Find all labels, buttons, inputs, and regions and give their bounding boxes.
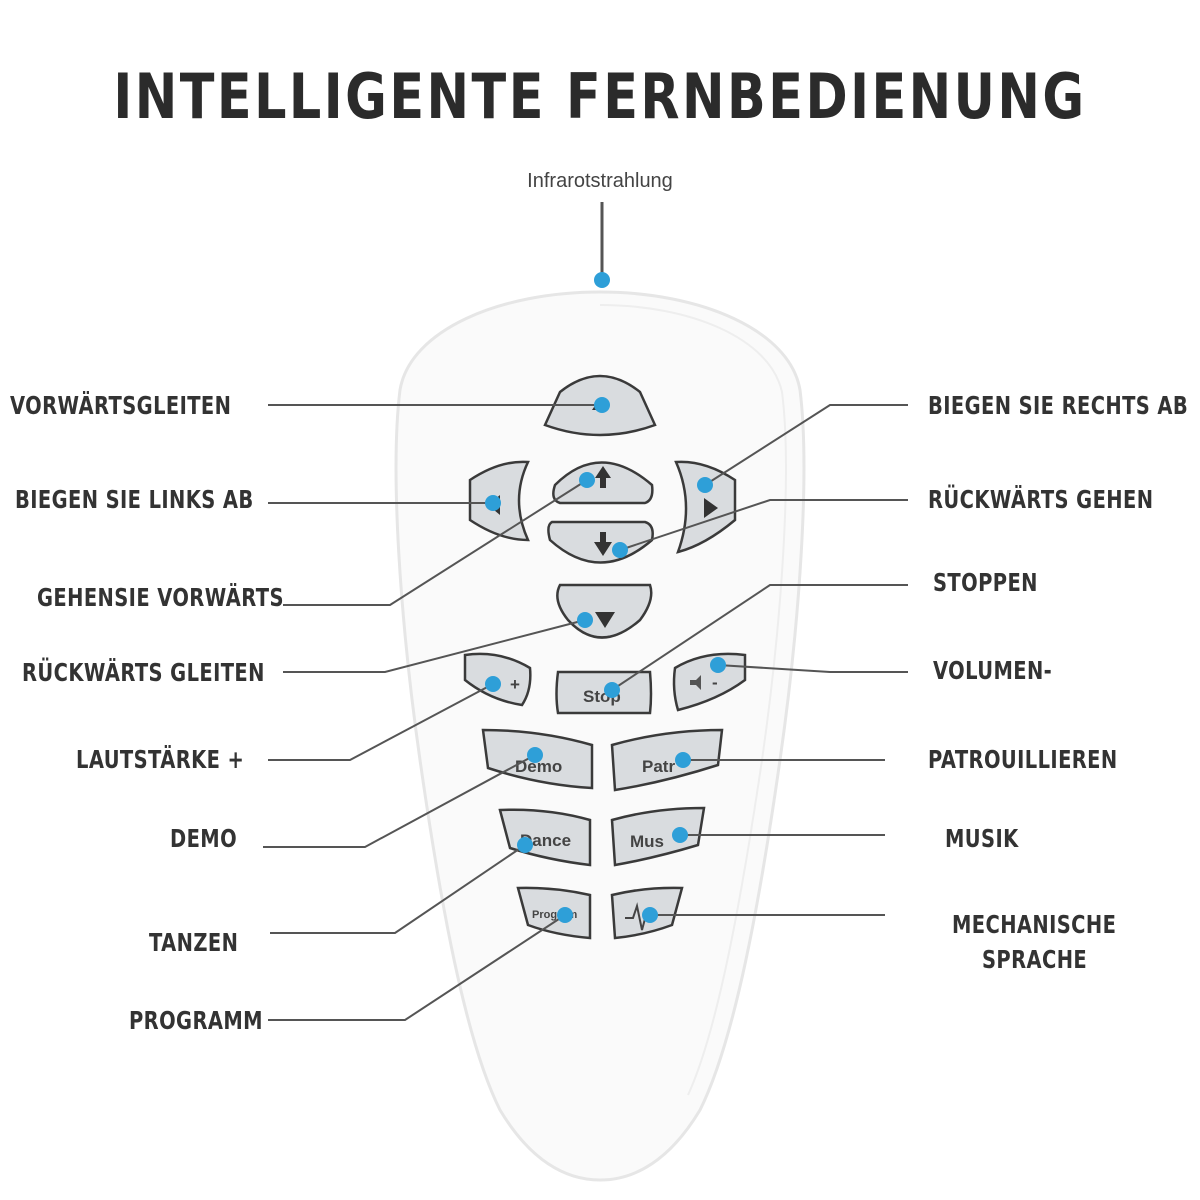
label-volume-down: VOLUMEN- bbox=[933, 656, 1053, 685]
down-triangle-icon bbox=[595, 612, 615, 628]
label-forward-glide: VORWÄRTSGLEITEN bbox=[10, 391, 232, 420]
ir-dot bbox=[594, 272, 610, 288]
leader-lines bbox=[263, 404, 908, 1021]
label-stop: STOPPEN bbox=[933, 568, 1038, 597]
label-turn-right: BIEGEN SIE RECHTS AB bbox=[928, 391, 1189, 420]
ir-label: Infrarotstrahlung bbox=[527, 170, 673, 192]
label-turn-left: BIEGEN SIE LINKS AB bbox=[15, 485, 254, 514]
label-music: MUSIK bbox=[945, 824, 1019, 853]
walk-backward-icon bbox=[594, 532, 612, 556]
label-mech-voice-line2: SPRACHE bbox=[982, 945, 1088, 974]
volume-down-button bbox=[672, 652, 747, 712]
speaker-icon bbox=[690, 675, 701, 690]
program-button bbox=[516, 886, 592, 940]
right-triangle-icon bbox=[704, 498, 718, 518]
label-walk-backward: RÜCKWÄRTS GEHEN bbox=[928, 485, 1154, 514]
remote-inner-edge bbox=[599, 304, 787, 1096]
page-title: INTELLIGENTE FERNBEDIENUNG bbox=[113, 60, 1087, 133]
volume-down-symbol: - bbox=[712, 673, 718, 692]
volume-up-symbol: + bbox=[510, 675, 520, 694]
label-program: PROGRAMM bbox=[129, 1006, 263, 1035]
walk-forward-icon bbox=[595, 466, 611, 488]
patrol-button-label: Patr bbox=[642, 757, 675, 776]
label-volume-up: LAUTSTÄRKE + bbox=[76, 745, 245, 774]
label-patrol: PATROUILLIEREN bbox=[928, 745, 1118, 774]
label-walk-forward: GEHENSIE VORWÄRTS bbox=[37, 583, 284, 612]
music-button bbox=[610, 806, 706, 867]
callout-dots bbox=[485, 272, 726, 923]
stop-button bbox=[555, 670, 653, 715]
label-glide-backward: RÜCKWÄRTS GLEITEN bbox=[22, 658, 265, 687]
music-button-label: Mus bbox=[630, 832, 664, 851]
label-mech-voice-line1: MECHANISCHE bbox=[952, 910, 1117, 939]
label-dance: TANZEN bbox=[149, 928, 239, 957]
label-demo: DEMO bbox=[170, 824, 238, 853]
demo-button-label: Demo bbox=[515, 757, 562, 776]
patrol-button bbox=[610, 728, 724, 792]
